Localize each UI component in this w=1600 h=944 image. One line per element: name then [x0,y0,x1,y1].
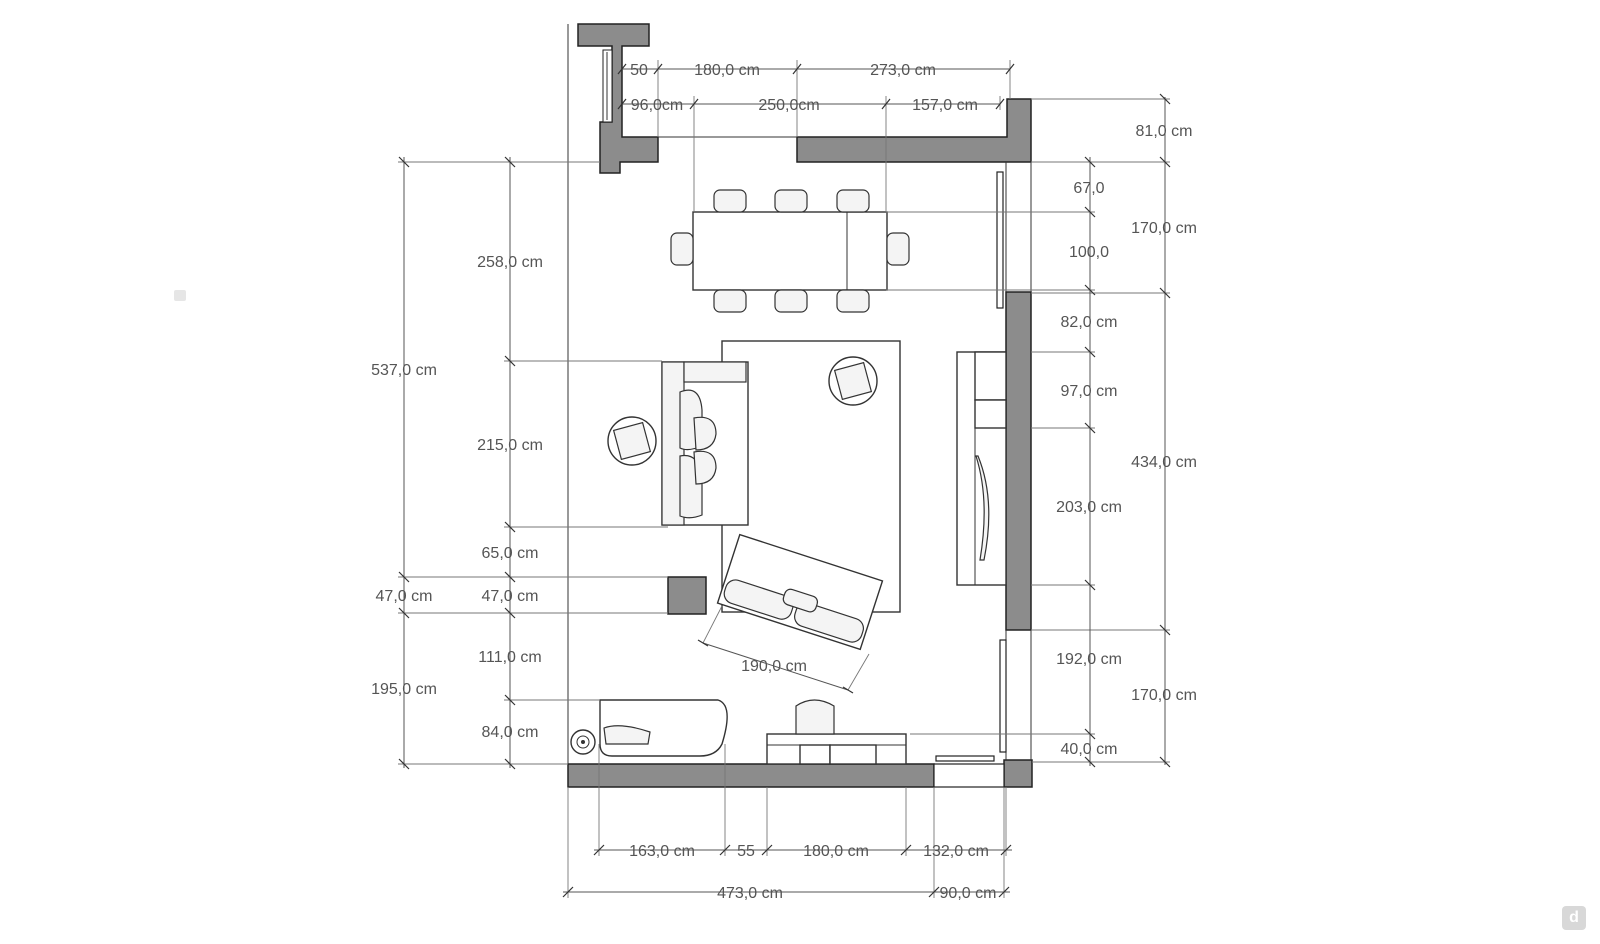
dining-table [692,211,888,291]
wall-right-bottom [1003,759,1033,788]
dim-left-inner-f: 84,0 cm [482,724,539,741]
dim-right-outer-a: 81,0 cm [1136,123,1193,140]
dimension-ticks [398,63,1171,898]
dim-right-outer-b: 170,0 cm [1131,220,1197,237]
chairs-bottom [713,289,870,313]
tv-unit [956,351,1007,586]
radiators [935,171,1007,762]
dim-bottom-1-c: 180,0 cm [803,843,869,860]
dim-left-inner-d: 47,0 cm [482,588,539,605]
wall-bottom [567,763,935,788]
dim-right-inner-c: 82,0 cm [1061,314,1118,331]
chaise [570,699,728,757]
dim-left-outer-c: 195,0 cm [371,681,437,698]
sofa-left [661,361,749,526]
dim-left-inner-e: 111,0 cm [478,649,541,666]
radiator-bottom [999,639,1007,753]
dim-top-1-c: 273,0 cm [870,62,936,79]
column [667,576,707,615]
dining-set [670,189,910,313]
sofa-angled [716,533,884,651]
dimension-lines [398,60,1170,898]
chair-right [886,232,910,266]
dim-bottom-2-b: 90,0 cm [940,885,997,902]
dim-right-inner-b: 100,0 [1069,244,1109,261]
dim-bottom-1-d: 132,0 cm [923,843,989,860]
dim-top-1-a: 50 [630,62,648,79]
dim-bottom-1-a: 163,0 cm [629,843,695,860]
dim-right-inner-a: 67,0 [1073,180,1104,197]
image-placeholder-icon [174,290,186,301]
dim-right-inner-d: 97,0 cm [1061,383,1118,400]
dim-right-inner-f: 192,0 cm [1056,651,1122,668]
logo-icon[interactable]: d [1562,906,1586,930]
sideboard [766,699,907,765]
dim-top-2-c: 157,0 cm [912,97,978,114]
dim-bottom-2-a: 473,0 cm [717,885,783,902]
dim-left-outer-b: 47,0 cm [376,588,433,605]
dim-right-inner-g: 40,0 cm [1061,741,1118,758]
chairs-top [713,189,870,213]
dim-right-outer-c: 434,0 cm [1131,454,1197,471]
dim-top-1-b: 180,0 cm [694,62,760,79]
dim-right-outer-d: 170,0 cm [1131,687,1197,704]
pouf-rug [828,356,878,406]
dim-top-2-a: 96,0cm [631,97,683,114]
wall-bottom-gap [933,763,1005,788]
dim-sofa-width: 190,0 cm [741,658,807,675]
dim-top-2-b: 250,0cm [758,97,819,114]
dim-left-inner-a: 258,0 cm [477,254,543,271]
dimension-labels: 50 180,0 cm 273,0 cm 96,0cm 250,0cm 157,… [371,62,1197,902]
pouf-left [607,416,657,466]
wall-right-middle [1005,291,1032,631]
dim-left-outer-a: 537,0 cm [371,362,437,379]
armchair [795,699,835,735]
dim-bottom-1-b: 55 [737,843,755,860]
radiator-floor [935,755,995,762]
dim-left-inner-c: 65,0 cm [482,545,539,562]
dim-right-inner-e: 203,0 cm [1056,499,1122,516]
dim-left-inner-b: 215,0 cm [477,437,543,454]
radiator-top [996,171,1004,309]
chair-left [670,232,694,266]
